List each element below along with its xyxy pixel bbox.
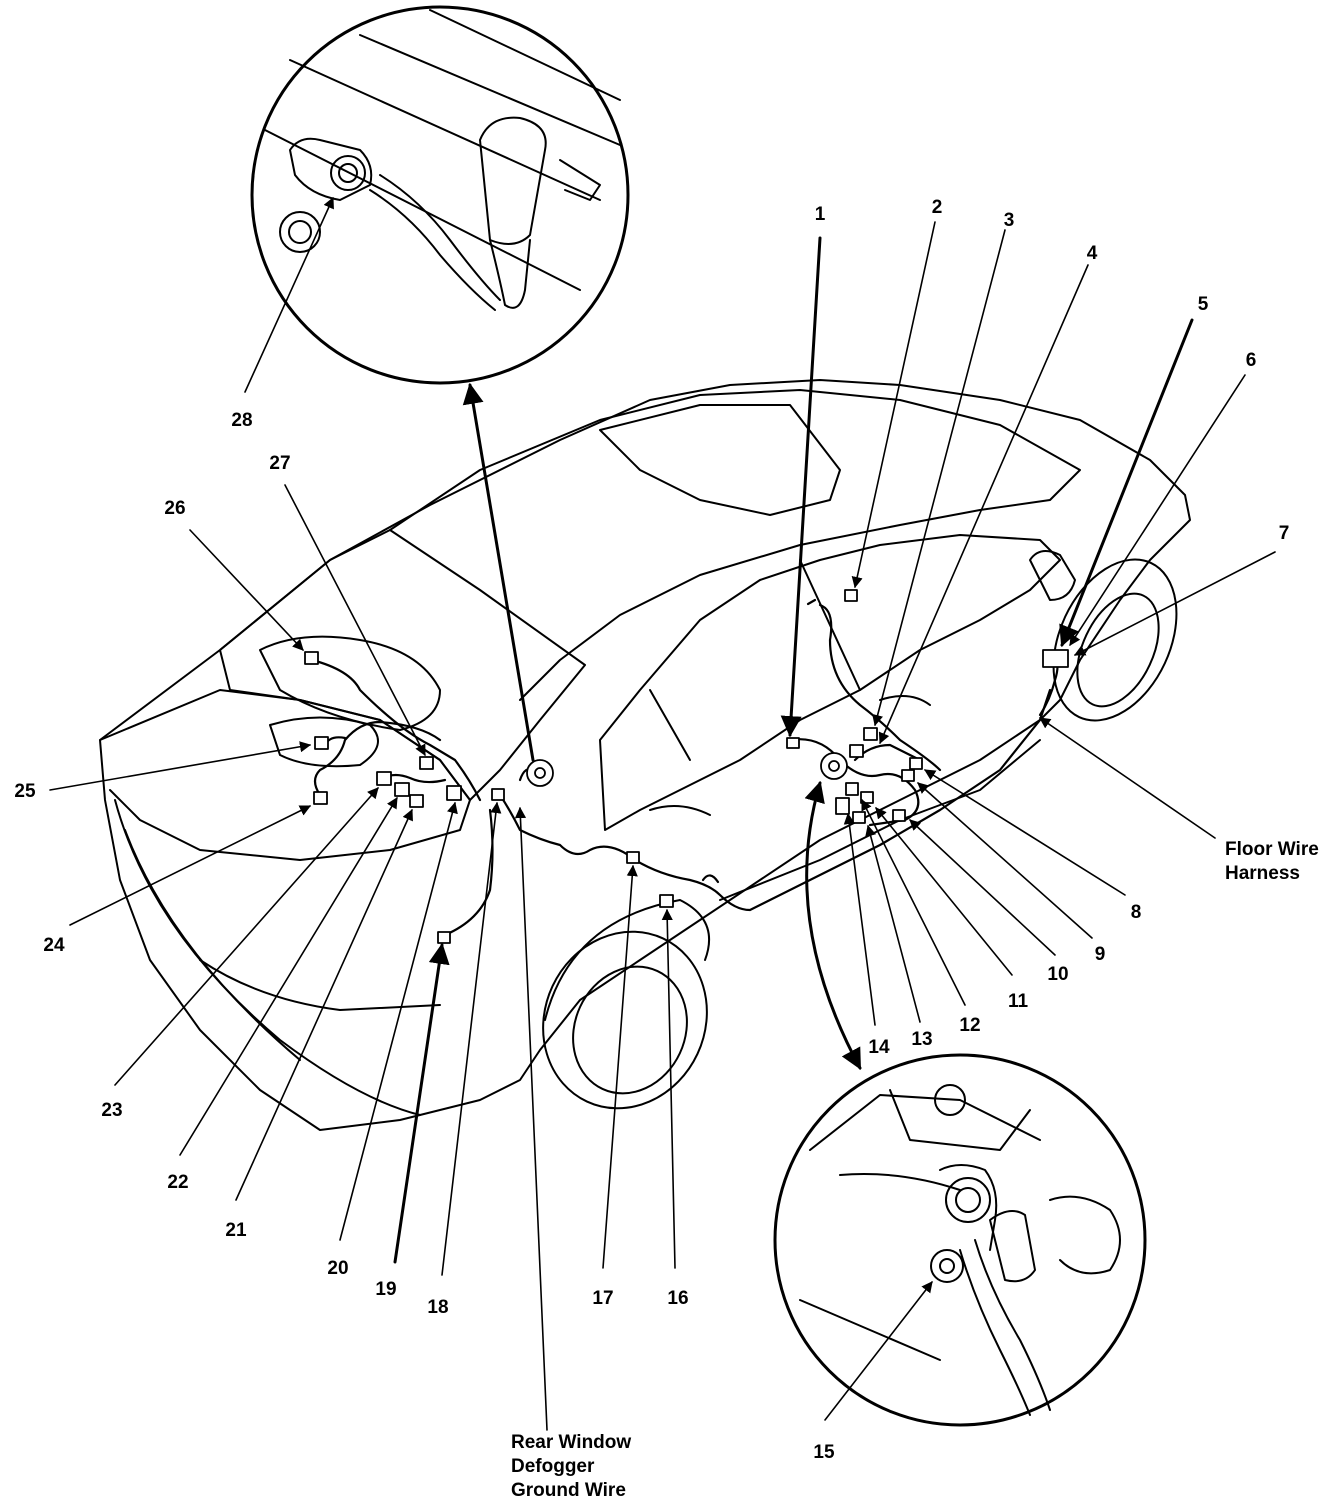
connector-13 bbox=[852, 811, 866, 824]
connector-7 bbox=[1042, 649, 1069, 668]
connector-24 bbox=[313, 791, 328, 805]
callout-23: 23 bbox=[101, 1100, 122, 1121]
callout-6: 6 bbox=[1246, 350, 1257, 371]
caption-floor-wire-harness: Floor Wire Harness bbox=[1225, 839, 1319, 884]
connector-12 bbox=[845, 782, 859, 796]
connector-16 bbox=[659, 894, 674, 908]
connector-22 bbox=[394, 782, 410, 797]
connector-2 bbox=[844, 589, 858, 602]
connector-27 bbox=[419, 756, 434, 770]
connector-19 bbox=[437, 931, 451, 944]
connector-21 bbox=[409, 794, 424, 808]
connector-4 bbox=[849, 744, 864, 758]
callout-7: 7 bbox=[1279, 523, 1290, 544]
callout-11: 11 bbox=[1008, 991, 1029, 1012]
callout-1: 1 bbox=[815, 204, 826, 225]
caption-rear-window-defogger: Rear Window Defogger Ground Wire bbox=[511, 1432, 631, 1501]
connector-10 bbox=[892, 809, 906, 822]
connector-3 bbox=[863, 727, 878, 741]
connector-20 bbox=[446, 785, 462, 801]
connector-23 bbox=[376, 771, 392, 786]
callout-21: 21 bbox=[225, 1220, 247, 1241]
connector-14 bbox=[835, 797, 850, 815]
connector-8 bbox=[909, 757, 923, 770]
callout-15: 15 bbox=[813, 1442, 835, 1463]
callout-4: 4 bbox=[1087, 243, 1098, 264]
callout-14: 14 bbox=[868, 1037, 890, 1058]
callout-5: 5 bbox=[1198, 294, 1209, 315]
callout-27: 27 bbox=[269, 453, 290, 474]
harness-wires bbox=[310, 598, 1059, 937]
connector-25 bbox=[314, 736, 329, 750]
callout-18: 18 bbox=[427, 1297, 448, 1318]
callout-labels: 1 2 3 4 5 6 7 8 9 10 11 12 13 14 15 16 1… bbox=[14, 197, 1289, 1463]
callout-16: 16 bbox=[667, 1288, 688, 1309]
callout-24: 24 bbox=[43, 935, 65, 956]
connector-1 bbox=[786, 737, 800, 749]
callout-22: 22 bbox=[167, 1172, 188, 1193]
car-body bbox=[99, 379, 1191, 1131]
connector-18 bbox=[491, 788, 505, 801]
callout-10: 10 bbox=[1047, 964, 1068, 985]
caption-floor-wire-line1: Floor Wire bbox=[1225, 839, 1319, 860]
callout-25: 25 bbox=[14, 781, 36, 802]
leader-lines bbox=[49, 196, 1276, 1431]
callout-8: 8 bbox=[1131, 902, 1142, 923]
callout-20: 20 bbox=[327, 1258, 348, 1279]
callout-26: 26 bbox=[164, 498, 185, 519]
connector-9 bbox=[901, 769, 915, 782]
connector-17 bbox=[626, 851, 640, 864]
callout-3: 3 bbox=[1004, 210, 1015, 231]
caption-defogger-line1: Rear Window bbox=[511, 1432, 631, 1453]
callout-12: 12 bbox=[959, 1015, 980, 1036]
connector-26 bbox=[304, 651, 319, 665]
callout-19: 19 bbox=[375, 1279, 396, 1300]
caption-defogger-line3: Ground Wire bbox=[511, 1480, 626, 1501]
callout-2: 2 bbox=[932, 197, 943, 218]
detail-rear-window-ground bbox=[250, 5, 630, 385]
caption-defogger-line2: Defogger bbox=[511, 1456, 595, 1477]
callout-9: 9 bbox=[1095, 944, 1106, 965]
connectors bbox=[304, 589, 1069, 944]
callout-13: 13 bbox=[911, 1029, 932, 1050]
callout-28: 28 bbox=[231, 410, 252, 431]
callout-17: 17 bbox=[592, 1288, 613, 1309]
detail-floor-ground bbox=[773, 1053, 1147, 1427]
caption-floor-wire-line2: Harness bbox=[1225, 863, 1300, 884]
